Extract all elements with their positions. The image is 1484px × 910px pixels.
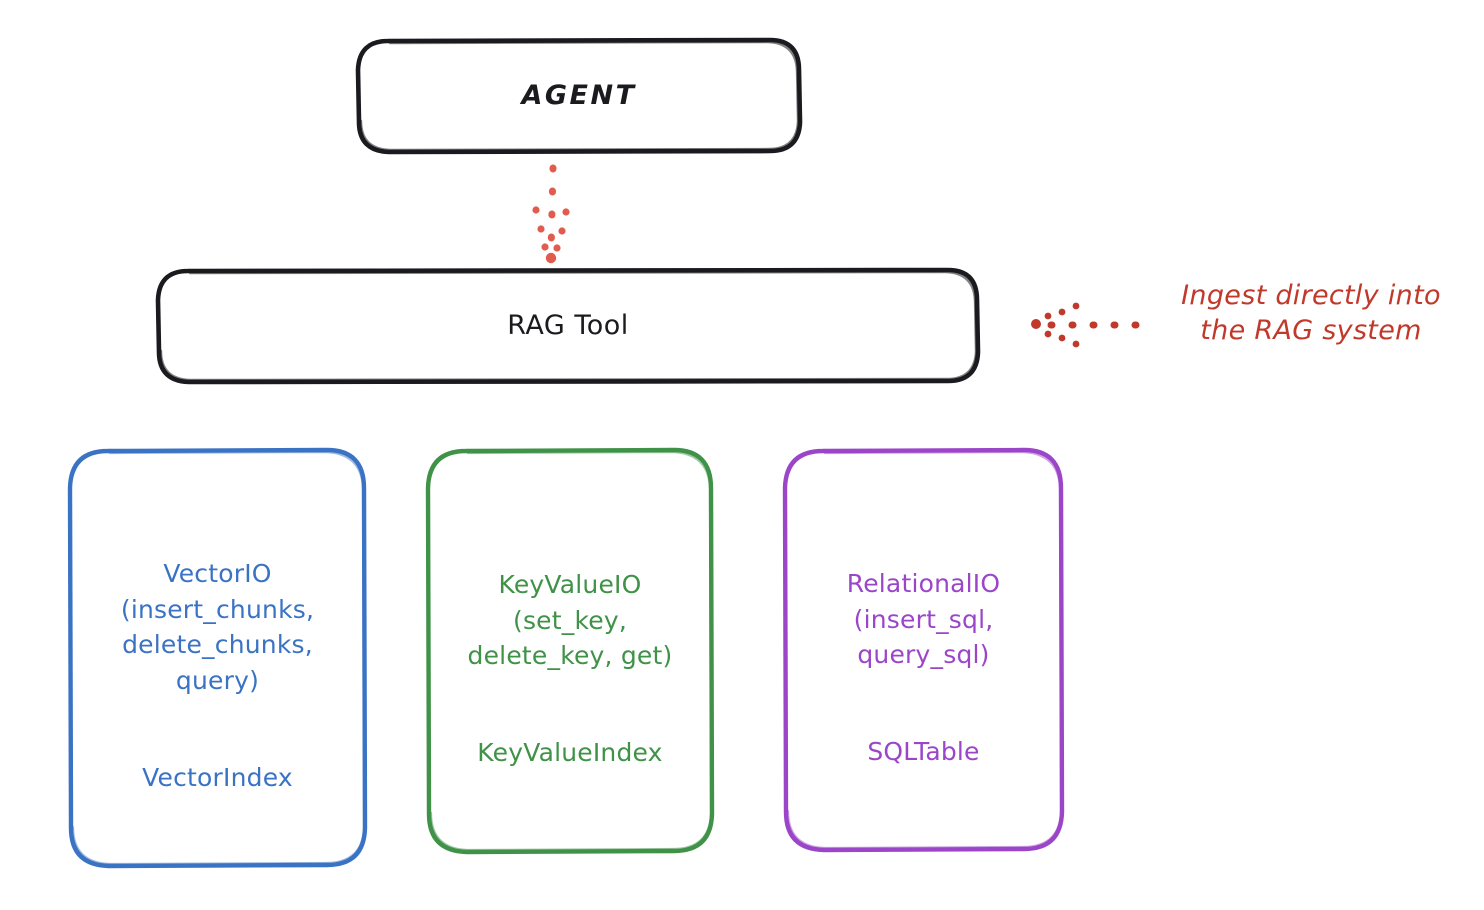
agent-to-rag-arrow bbox=[532, 164, 570, 264]
key-value-io-api-text: KeyValueIO (set_key, delete_key, get) bbox=[467, 570, 673, 670]
relational-io-box[interactable]: RelationalIO (insert_sql, query_sql) SQL… bbox=[782, 447, 1065, 853]
vector-io-index-text: VectorIndex bbox=[142, 762, 293, 792]
spacer bbox=[847, 673, 1001, 699]
spacer bbox=[468, 674, 673, 700]
relational-io-index-text: SQLTable bbox=[867, 737, 980, 766]
key-value-io-label: KeyValueIO (set_key, delete_key, get) Ke… bbox=[468, 532, 673, 771]
rag-tool-label: RAG Tool bbox=[507, 310, 629, 342]
key-value-io-box[interactable]: KeyValueIO (set_key, delete_key, get) Ke… bbox=[425, 447, 715, 855]
key-value-io-index-text: KeyValueIndex bbox=[477, 738, 663, 767]
ingest-arrow bbox=[1031, 302, 1140, 348]
agent-label: AGENT bbox=[521, 80, 637, 112]
vector-io-api-text: VectorIO (insert_chunks, delete_chunks, … bbox=[120, 559, 315, 695]
vector-io-label: VectorIO (insert_chunks, delete_chunks, … bbox=[121, 521, 314, 796]
relational-io-api-text: RelationalIO (insert_sql, query_sql) bbox=[846, 569, 1001, 669]
ingest-annotation-text: Ingest directly into the RAG system bbox=[1181, 280, 1441, 347]
relational-io-label: RelationalIO (insert_sql, query_sql) SQL… bbox=[847, 531, 1001, 770]
spacer bbox=[121, 698, 314, 724]
rag-tool-box[interactable]: RAG Tool bbox=[155, 267, 981, 385]
vector-io-box[interactable]: VectorIO (insert_chunks, delete_chunks, … bbox=[67, 447, 368, 869]
agent-box[interactable]: AGENT bbox=[355, 37, 803, 155]
